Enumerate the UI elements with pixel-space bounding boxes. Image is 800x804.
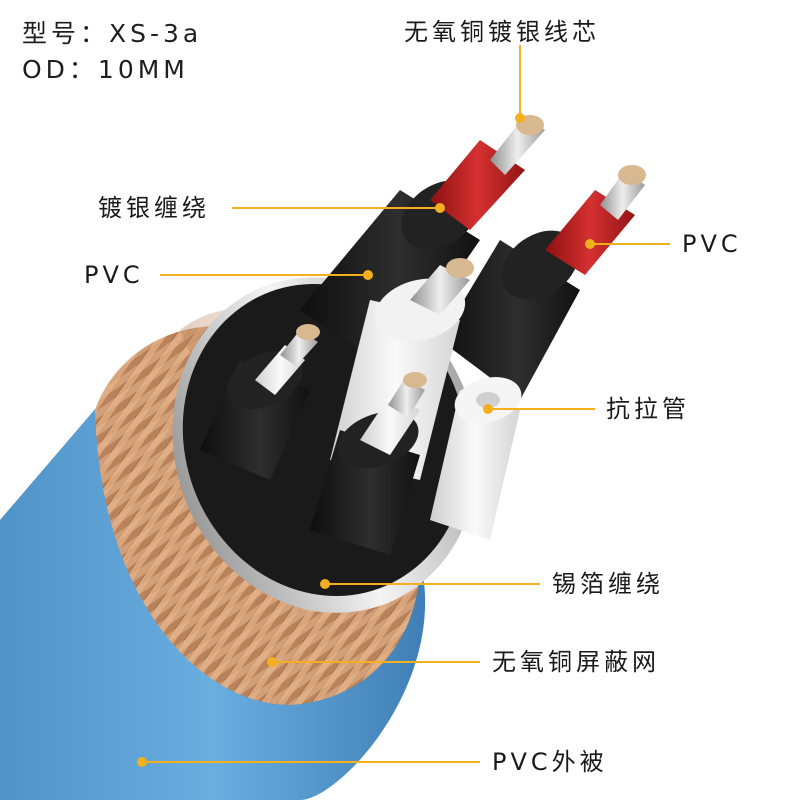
leader-dot-pvc-right [585, 239, 595, 249]
leader-dot-copper-shield [267, 657, 277, 667]
red-core-right [545, 165, 646, 275]
model-spec: 型号：XS-3a [22, 19, 203, 48]
leader-dot-tensile-tube [483, 404, 493, 414]
label-outer-jacket: PVC外被 [492, 748, 608, 776]
leader-lines [137, 45, 670, 767]
tensile-tube-shape [430, 376, 522, 540]
label-silver-wrap: 镀银缠绕 [98, 194, 210, 222]
label-tin-foil: 锡箔缠绕 [552, 570, 664, 598]
leader-dot-conductor [515, 113, 525, 123]
leader-dot-pvc-left [363, 270, 373, 280]
label-tensile-tube: 抗拉管 [606, 395, 690, 423]
red-core-left [430, 115, 545, 230]
label-pvc-left: PVC [84, 261, 144, 289]
od-spec: OD：10MM [22, 55, 189, 84]
black-core-front-center [310, 372, 427, 555]
black-core-front-left [200, 324, 320, 480]
leader-dot-silver-wrap [435, 203, 445, 213]
label-pvc-right: PVC [682, 230, 742, 258]
label-copper-shield: 无氧铜屏蔽网 [492, 648, 660, 676]
leader-dot-outer-jacket [137, 757, 147, 767]
leader-dot-tin-foil [320, 579, 330, 589]
label-conductor: 无氧铜镀银线芯 [404, 18, 600, 46]
